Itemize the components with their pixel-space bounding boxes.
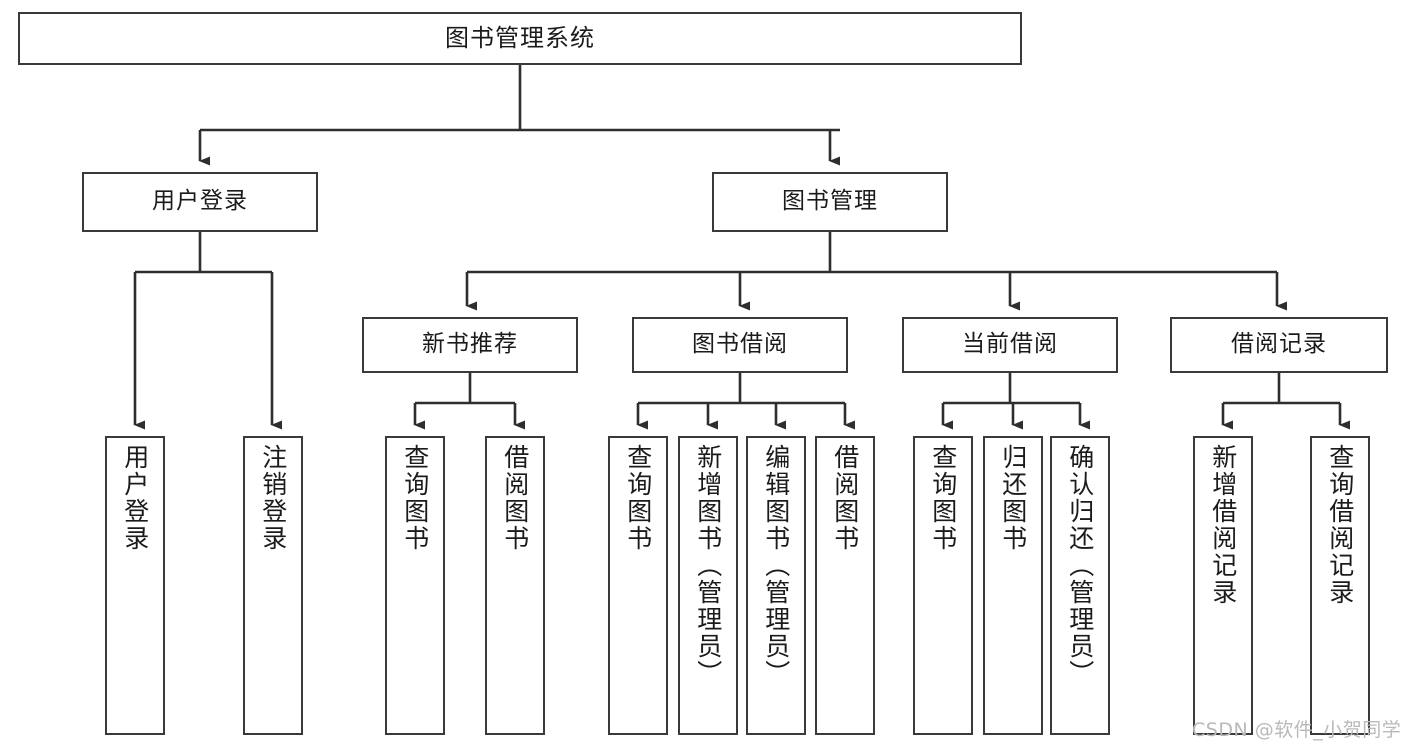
leaf-query-record[interactable]: 查询借阅记录 [1310, 436, 1370, 735]
leaf-logout[interactable]: 注销登录 [243, 436, 303, 735]
leaf-borrow-book-2[interactable]: 借阅图书 [815, 436, 875, 735]
leaf-query-book-2[interactable]: 查询图书 [608, 436, 668, 735]
leaf-add-record[interactable]: 新增借阅记录 [1193, 436, 1253, 735]
leaf-borrow-book-1[interactable]: 借阅图书 [485, 436, 545, 735]
leaf-confirm-return[interactable]: 确认归还（管理员） [1050, 436, 1110, 735]
node-root-label: 图书管理系统 [445, 24, 595, 53]
leaf-add-book[interactable]: 新增图书（管理员） [678, 436, 738, 735]
node-root[interactable]: 图书管理系统 [18, 12, 1022, 65]
node-book-borrow[interactable]: 图书借阅 [632, 317, 848, 373]
leaf-logout-label: 注销登录 [258, 444, 288, 552]
node-user-login-label: 用户登录 [152, 188, 248, 215]
leaf-return-book-label: 归还图书 [998, 444, 1028, 552]
leaf-confirm-return-label: 确认归还（管理员） [1065, 444, 1095, 687]
leaf-query-book-3[interactable]: 查询图书 [913, 436, 973, 735]
leaf-query-record-label: 查询借阅记录 [1325, 444, 1355, 606]
node-book-management[interactable]: 图书管理 [712, 172, 948, 232]
node-current-borrow-label: 当前借阅 [962, 331, 1058, 358]
node-borrow-records-label: 借阅记录 [1231, 331, 1327, 358]
node-user-login[interactable]: 用户登录 [82, 172, 318, 232]
leaf-query-book-1[interactable]: 查询图书 [385, 436, 445, 735]
leaf-edit-book-label: 编辑图书（管理员） [761, 444, 791, 687]
node-book-management-label: 图书管理 [782, 188, 878, 215]
leaf-query-book-2-label: 查询图书 [623, 444, 653, 552]
node-book-borrow-label: 图书借阅 [692, 331, 788, 358]
leaf-return-book[interactable]: 归还图书 [983, 436, 1043, 735]
leaf-query-book-3-label: 查询图书 [928, 444, 958, 552]
leaf-edit-book[interactable]: 编辑图书（管理员） [746, 436, 806, 735]
csdn-watermark: CSDN @软件_小贺同学 [1192, 719, 1402, 741]
leaf-user-login[interactable]: 用户登录 [105, 436, 165, 735]
node-new-book-recommend-label: 新书推荐 [422, 331, 518, 358]
leaf-add-book-label: 新增图书（管理员） [693, 444, 723, 687]
node-borrow-records[interactable]: 借阅记录 [1170, 317, 1388, 373]
leaf-query-book-1-label: 查询图书 [400, 444, 430, 552]
leaf-borrow-book-2-label: 借阅图书 [830, 444, 860, 552]
leaf-add-record-label: 新增借阅记录 [1208, 444, 1238, 606]
node-current-borrow[interactable]: 当前借阅 [902, 317, 1118, 373]
node-new-book-recommend[interactable]: 新书推荐 [362, 317, 578, 373]
leaf-borrow-book-1-label: 借阅图书 [500, 444, 530, 552]
leaf-user-login-label: 用户登录 [120, 444, 150, 552]
